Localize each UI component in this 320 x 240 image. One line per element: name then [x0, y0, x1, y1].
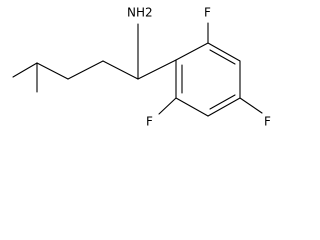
- ring-bond-ortho-top-to-meta-top: [207, 42, 241, 62]
- ring-bond-meta-bottom-to-ortho-bottom: [175, 97, 209, 117]
- bond-c2-to-c1: [102, 60, 139, 80]
- ring-bond-meta-bottom-inner: [209, 94, 236, 110]
- bond-methyl-upper: [12, 62, 38, 78]
- substituent-bonds: [158, 22, 263, 115]
- ring-bond-para-to-meta-bottom: [207, 97, 241, 117]
- ring-bond-ipso-to-ortho-top: [175, 42, 209, 61]
- ring-bond-meta-top-inner: [209, 49, 236, 65]
- fluoro-bottom-label: F: [146, 115, 153, 129]
- aliphatic-chain-bonds: [12, 23, 177, 93]
- molecule-structure-drawing: NH2 F F F: [12, 6, 271, 129]
- bond-ring-to-fluoro-para: [239, 97, 263, 114]
- aromatic-ring-bonds: [175, 42, 241, 117]
- bond-ring-to-fluoro-bottom: [158, 97, 177, 115]
- fluoro-top-label: F: [204, 6, 211, 20]
- atom-labels: NH2 F F F: [127, 6, 271, 129]
- fluoro-para-label: F: [264, 115, 271, 129]
- amine-label: NH2: [127, 6, 153, 20]
- bond-branch-to-c3: [36, 62, 69, 80]
- bond-c3-to-c2: [67, 60, 104, 80]
- bond-c1-to-ring: [137, 59, 177, 80]
